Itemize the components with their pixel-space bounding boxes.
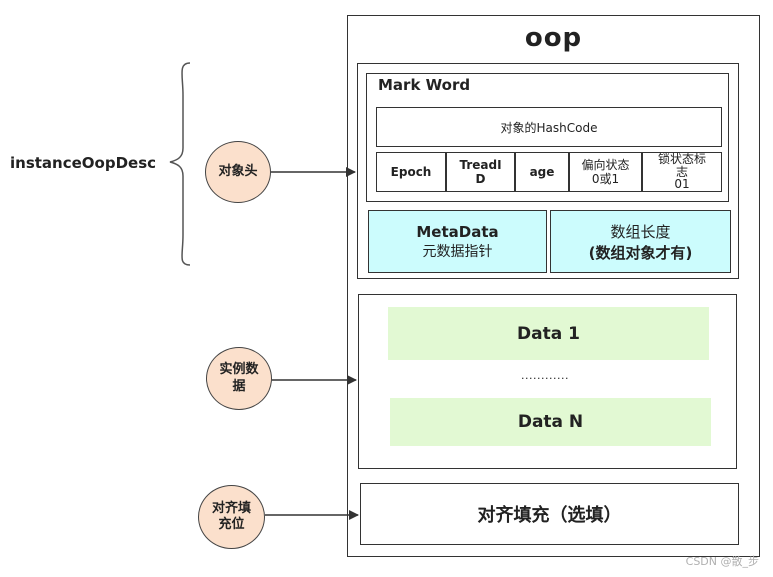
data-1-block: Data 1	[388, 307, 709, 360]
biased-line-2: 0或1	[591, 172, 620, 186]
epoch-cell: Epoch	[376, 152, 446, 192]
instance-oop-desc-label: instanceOopDesc	[10, 154, 157, 172]
curly-brace	[169, 62, 191, 266]
biased-line-1: 偏向状态	[581, 157, 630, 172]
lock-line-1: 锁状态标	[657, 152, 706, 167]
array-length-box: 数组长度 (数组对象才有)	[550, 210, 731, 273]
treadid-line-1: TreadI	[459, 157, 502, 172]
instance-data-box	[358, 294, 737, 469]
array-length-line-2: (数组对象才有)	[588, 243, 693, 262]
metadata-line-1: MetaData	[416, 222, 499, 241]
biased-state-cell: 偏向状态 0或1	[569, 152, 642, 192]
mark-word-title: Mark Word	[378, 76, 471, 94]
padding-circle: 对齐填 充位	[198, 485, 265, 549]
object-header-circle: 对象头	[205, 141, 271, 203]
object-header-box	[357, 63, 739, 279]
padding-circle-line-2: 充位	[218, 517, 245, 532]
array-length-line-1: 数组长度	[610, 222, 671, 241]
lock-line-2: 志	[675, 164, 688, 179]
mark-word-box	[366, 73, 729, 202]
metadata-box: MetaData 元数据指针	[368, 210, 547, 273]
lock-flag-cell: 锁状态标 志 01	[642, 152, 722, 192]
data-n-block: Data N	[390, 398, 711, 446]
lock-line-3: 01	[674, 177, 690, 192]
watermark: CSDN @散_步	[685, 555, 759, 568]
instance-data-circle-line-2: 据	[232, 378, 246, 394]
padding-box: 对齐填充（选填）	[360, 483, 739, 545]
metadata-line-2: 元数据指针	[422, 243, 493, 260]
treadid-cell: TreadI D	[446, 152, 515, 192]
hashcode-cell: 对象的HashCode	[376, 107, 722, 147]
instance-data-circle: 实例数 据	[206, 347, 272, 410]
padding-circle-line-1: 对齐填	[211, 500, 251, 516]
treadid-line-2: D	[475, 172, 486, 186]
instance-data-circle-line-1: 实例数	[219, 362, 259, 378]
age-cell: age	[515, 152, 569, 192]
oop-title: oop	[524, 23, 583, 53]
oop-box	[347, 15, 760, 557]
data-ellipsis: ............	[521, 368, 569, 382]
